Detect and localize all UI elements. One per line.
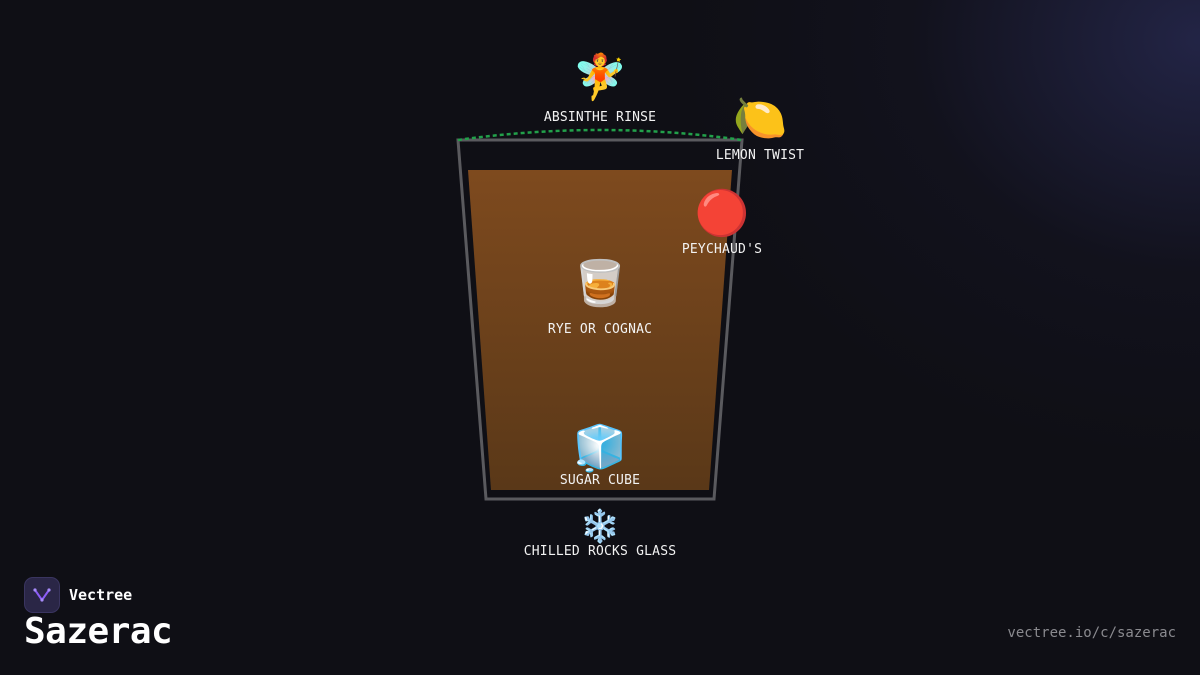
rye-or-cognac-label: RYE OR COGNAC xyxy=(547,322,653,337)
brand[interactable]: Vectree xyxy=(24,577,132,613)
red-circle-icon: 🔴 xyxy=(694,188,750,239)
liquid-fill xyxy=(468,170,732,490)
page-title: Sazerac xyxy=(24,611,173,652)
absinthe-rinse-line xyxy=(457,128,743,142)
sugar-cube-label: SUGAR CUBE xyxy=(559,473,641,488)
vectree-logo-icon xyxy=(24,577,60,613)
chilled-rocks-glass-label: CHILLED ROCKS GLASS xyxy=(523,544,677,559)
lemon-icon: 🍋 xyxy=(732,93,788,144)
peychauds-label: PEYCHAUD'S xyxy=(681,242,763,257)
fairy-icon: 🧚 xyxy=(572,52,628,103)
snowflake-icon: ❄️ xyxy=(580,507,620,545)
absinthe-rinse-label: ABSINTHE RINSE xyxy=(543,110,657,125)
brand-name: Vectree xyxy=(69,586,133,604)
lemon-twist-label: LEMON TWIST xyxy=(715,148,805,163)
glass-outline xyxy=(456,138,744,501)
tumbler-glass-icon: 🥃 xyxy=(572,258,628,309)
ice-cube-icon: 🧊 xyxy=(572,423,628,474)
recipe-url[interactable]: vectree.io/c/sazerac xyxy=(1007,625,1176,641)
